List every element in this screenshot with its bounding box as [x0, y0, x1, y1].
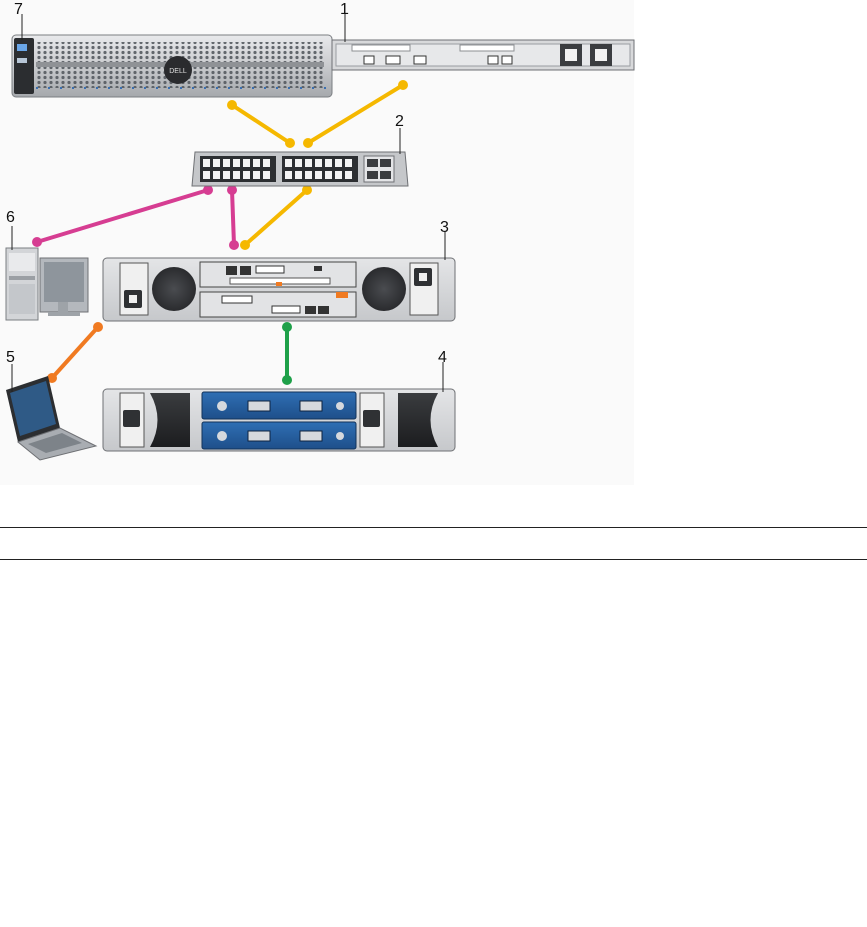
table-rule-bottom — [0, 559, 867, 560]
callout-2: 2 — [395, 113, 404, 130]
svg-text:DELL: DELL — [169, 68, 187, 75]
callout-5: 5 — [6, 349, 15, 366]
controller-enclosure-icon — [103, 258, 455, 321]
callout-6: 6 — [6, 209, 15, 226]
callout-3: 3 — [440, 219, 449, 236]
callout-4: 4 — [438, 349, 447, 366]
desktop-workstation-icon — [6, 248, 88, 320]
callout-1: 1 — [340, 1, 349, 18]
rack-server-icon — [332, 40, 634, 70]
callout-7: 7 — [14, 1, 23, 18]
cable-magenta-switch-to-controller — [232, 190, 234, 245]
table-rule-top — [0, 527, 867, 528]
network-switch-icon — [192, 152, 408, 186]
expansion-enclosure-icon — [103, 389, 455, 451]
storage-array-icon: DELL — [12, 35, 332, 97]
